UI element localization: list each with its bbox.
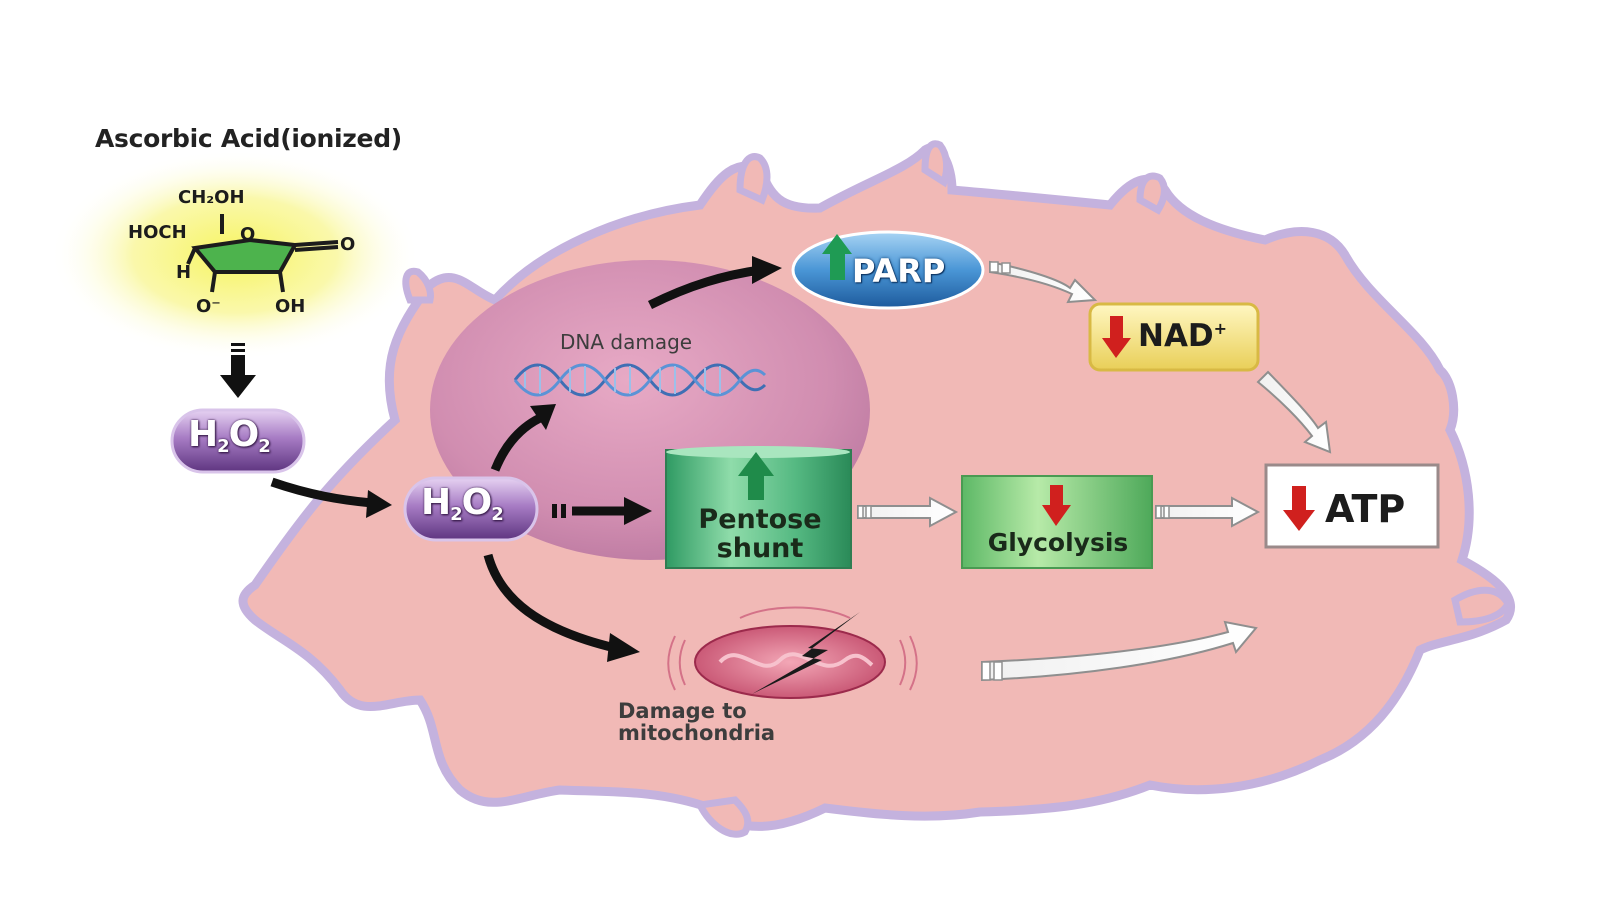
black-arrows	[270, 265, 761, 653]
diagram-title: Ascorbic Acid(ionized)	[95, 124, 402, 153]
pentose-shunt-label: Pentose shunt	[698, 504, 822, 564]
parp-label: PARP	[852, 252, 946, 290]
nad-down-arrow-icon	[1102, 316, 1131, 358]
nad-label: NAD+	[1138, 318, 1228, 354]
mitochondria-damage-label: Damage to mitochondria	[618, 699, 776, 745]
atom-h: H	[176, 262, 191, 283]
ascorbate-structure	[186, 214, 339, 293]
white-arrows	[857, 260, 1332, 682]
nad-box	[1088, 302, 1260, 372]
atom-hoch: HOCH	[128, 222, 187, 243]
pentose-up-arrow-icon	[738, 452, 774, 500]
h2o2-inside-label: H2O2	[421, 482, 504, 525]
mitochondria-icon	[667, 606, 918, 699]
glycolysis-down-arrow-icon	[1042, 485, 1071, 526]
atom-o-minus: O⁻	[196, 296, 221, 317]
white-arrow-tails	[857, 261, 1170, 681]
atom-carbonyl-o: O	[340, 234, 355, 255]
atom-oh: OH	[275, 296, 305, 317]
arrow-molecule-to-h2o2	[220, 343, 256, 398]
dna-damage-label: DNA damage	[560, 330, 693, 354]
parp-up-arrowhead-icon	[822, 234, 852, 254]
h2o2-outside-pill	[170, 408, 306, 474]
h2o2-inside-pill	[403, 476, 539, 542]
atp-label: ATP	[1325, 487, 1406, 531]
atom-ring-o: O	[240, 224, 255, 245]
molecule-atoms: CH₂OH HOCH O O H O⁻ OH	[128, 187, 355, 317]
dna-helix-icon	[513, 363, 767, 397]
atp-down-arrow-icon	[1283, 486, 1315, 531]
black-arrowheads	[366, 256, 782, 662]
lightning-icon	[752, 612, 860, 694]
pentose-box-top	[666, 446, 850, 458]
parp-up-arrow-icon	[830, 250, 845, 280]
cell-protrusions	[402, 140, 1512, 838]
glycolysis-label: Glycolysis	[987, 528, 1129, 557]
h2o2-outside-label: H2O2	[188, 414, 271, 457]
atom-ch2oh: CH₂OH	[178, 187, 245, 208]
